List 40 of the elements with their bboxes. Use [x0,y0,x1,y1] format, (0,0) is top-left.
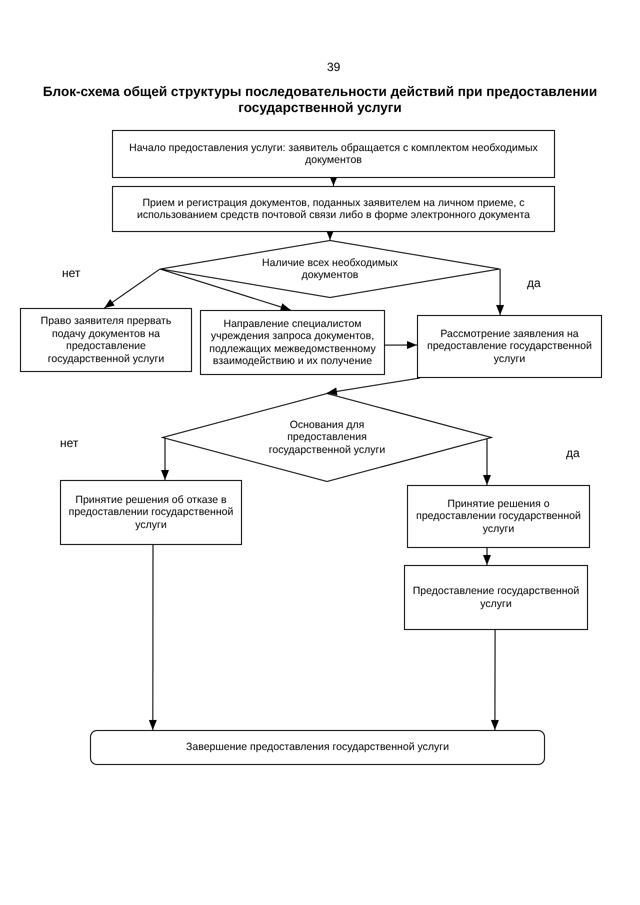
process-box [417,315,602,378]
arrow [326,230,334,240]
arrow [148,544,157,730]
process-box [112,130,555,178]
decision-diamond [162,393,492,482]
process-box [112,186,555,232]
process-box [200,310,385,375]
node-text: Принятие решения об отказе в предоставлении государственной услуги [68,494,234,532]
node-text: Основания для предоставления государственной услуги [268,418,386,456]
arrow [496,268,504,316]
branch-label: нет [60,436,78,450]
node-text: Прием и регистрация документов, поданных заявителем на личном приеме, с использованием средств почтовой связи либо в форме электронного документа [136,196,532,222]
node-text: Рассмотрение заявления на предоставление государственной услуги [426,328,593,366]
node-text: Наличие всех необходимых документов [261,256,399,282]
diagram-title: Блок-схема общей структуры последовательности действий при предоставлении государственной услуги [42,84,598,116]
node-text: Право заявителя прервать подачу документов на предоставление государственной услуги [40,315,172,365]
branch-label: да [566,446,580,460]
arrow [483,548,491,566]
branch-label: нет [62,266,80,280]
node-text: Предоставление государственной услуги [412,585,580,610]
arrow [104,268,160,308]
node-text: Начало предоставления услуги: заявитель обращается с комплектом необходимых документов [128,142,539,166]
arrow [160,268,292,311]
arrow [326,378,420,396]
arrow [161,437,169,480]
branch-label: да [527,276,541,290]
page-number: 39 [327,60,340,74]
node-text: Принятие решения о предоставлении государственной услуги [415,498,582,536]
decision-diamond [160,240,500,298]
arrow [490,630,499,730]
arrow [330,176,338,186]
node-text: Направление специалистом учреждения запроса документов, подлежащих межведомственному взаимодействию и их получение [208,318,377,368]
process-box [20,308,192,372]
node-text: Завершение предоставления государственной услуги [186,741,449,754]
terminal-box [90,730,545,765]
arrow [483,437,492,486]
process-box [407,485,590,548]
process-box [60,480,242,545]
process-box [404,565,588,630]
arrow [384,341,418,350]
